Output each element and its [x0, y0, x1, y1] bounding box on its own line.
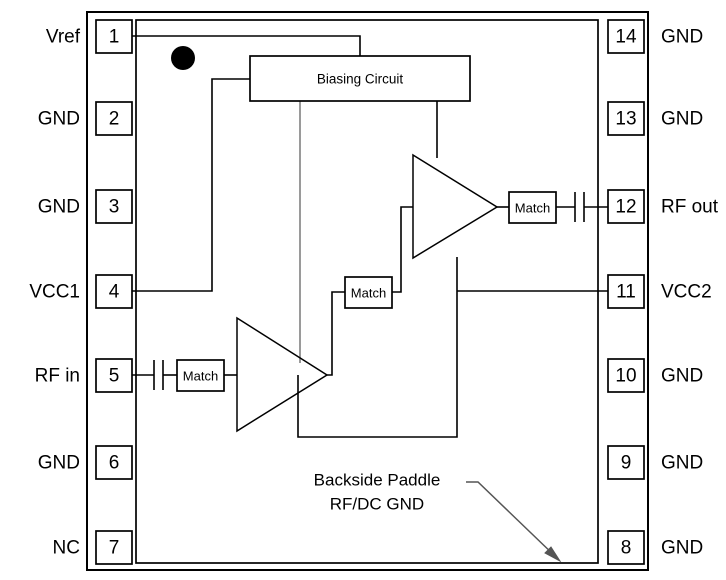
pin-label-gnd-14: GND — [661, 27, 703, 48]
backside-paddle-leader-line — [466, 481, 558, 559]
pin-label-nc: NC — [53, 538, 80, 559]
pin-number-11: 11 — [616, 282, 636, 303]
wire-bias-to-vcc1 — [132, 78, 250, 292]
pin-label-gnd-8: GND — [661, 538, 703, 559]
pin-number-2: 2 — [109, 109, 120, 130]
pin-numbers-left: 1 2 3 4 5 6 7 — [109, 27, 120, 559]
pin-label-gnd-13: GND — [661, 109, 703, 130]
pin-box-14[interactable] — [607, 19, 645, 54]
pin-box-7[interactable] — [95, 530, 133, 565]
pin-number-6: 6 — [109, 453, 120, 474]
pin-number-7: 7 — [109, 538, 120, 559]
biasing-circuit-label: Biasing Circuit — [317, 72, 404, 87]
pin-number-1: 1 — [109, 27, 120, 48]
pin-label-gnd-9: GND — [661, 453, 703, 474]
pin-number-14: 14 — [615, 27, 637, 48]
pin-label-vref: Vref — [46, 27, 81, 48]
pin-label-rf-out: RF out — [661, 197, 719, 218]
pin-number-5: 5 — [109, 366, 120, 387]
pin-box-9[interactable] — [607, 445, 645, 480]
pin-labels-left: Vref GND GND VCC1 RF in GND NC — [29, 27, 80, 559]
backside-paddle-arrow-icon — [544, 546, 562, 563]
pin-box-3[interactable] — [95, 189, 133, 224]
pin-label-gnd-2: GND — [38, 109, 80, 130]
pin-number-4: 4 — [109, 282, 120, 303]
wire-amp1-to-match-interstage — [327, 291, 345, 376]
pin-box-6[interactable] — [95, 445, 133, 480]
pin-box-2[interactable] — [95, 101, 133, 136]
wire-vref-to-bias — [132, 35, 361, 56]
backside-paddle-label-line1: Backside Paddle — [314, 471, 441, 490]
amplifier-stage-1[interactable] — [236, 316, 329, 433]
pin-label-vcc1: VCC1 — [29, 282, 80, 303]
pin-label-gnd-6: GND — [38, 453, 80, 474]
pin-number-9: 9 — [621, 453, 632, 474]
match-block-input-label: Match — [183, 369, 218, 384]
pin-labels-right: GND GND RF out VCC2 GND GND GND — [661, 27, 719, 559]
pin-one-orientation-dot-icon — [171, 46, 195, 70]
pin-number-8: 8 — [621, 538, 632, 559]
pin-label-gnd-3: GND — [38, 197, 80, 218]
pin-label-gnd-10: GND — [661, 366, 703, 387]
wire-stage1-return-path — [297, 257, 458, 438]
wire-match-interstage-to-amp2 — [392, 206, 413, 293]
pin-label-rf-in: RF in — [35, 366, 80, 387]
pin-number-10: 10 — [615, 366, 636, 387]
biasing-circuit-block[interactable] — [249, 55, 471, 102]
pin-number-12: 12 — [615, 197, 636, 218]
pin-numbers-right: 14 13 12 11 10 9 8 — [615, 27, 637, 559]
pin-label-vcc2: VCC2 — [661, 282, 712, 303]
match-block-interstage-label: Match — [351, 286, 386, 301]
amplifier-stage-2[interactable] — [412, 153, 499, 260]
pin-box-13[interactable] — [607, 101, 645, 136]
pin-number-13: 13 — [615, 109, 636, 130]
backside-paddle-label-line2: RF/DC GND — [330, 495, 424, 514]
pin-number-3: 3 — [109, 197, 120, 218]
pin-box-8[interactable] — [607, 530, 645, 565]
pin-box-10[interactable] — [607, 358, 645, 393]
match-block-output-label: Match — [515, 201, 550, 216]
